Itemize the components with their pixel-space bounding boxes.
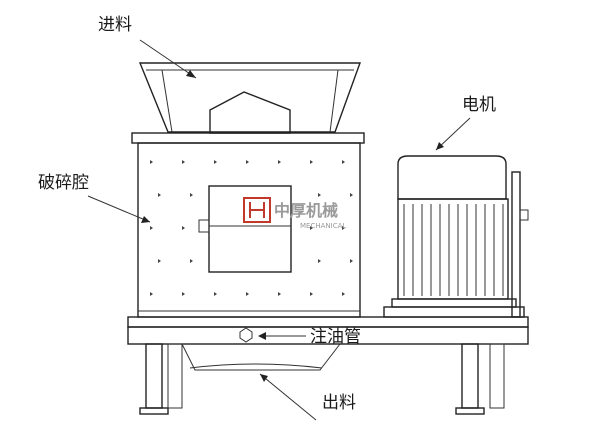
feed-label: 进料 [98,15,132,35]
watermark-logo [243,197,271,223]
chamber-dot [350,259,353,263]
chamber-dot [342,160,345,164]
chamber-dot [190,259,193,263]
crushing-chamber-label: 破碎腔 [38,173,89,193]
chamber-dot [310,226,313,230]
watermark-text: 中厚机械 [274,201,338,220]
motor-label: 电机 [462,95,496,115]
feed-hopper [138,62,361,134]
chamber-dot [158,259,161,263]
chamber-dot [150,226,153,230]
watermark-subtext: MECHANICAL [300,222,346,230]
chamber-dot [342,292,345,296]
watermark: 中厚机械 MECHANICAL [243,197,346,230]
discharge-label: 出料 [322,393,356,413]
chamber-dot [190,193,193,197]
chamber-dot [342,226,345,230]
chamber-dot [278,292,281,296]
chamber-dot [318,193,321,197]
chamber-dot [214,292,217,296]
chamber-dot [182,292,185,296]
chamber-dot [318,259,321,263]
chamber-dot [246,292,249,296]
chamber-dot [214,160,217,164]
motor [383,155,529,318]
chamber-dot [150,292,153,296]
chamber-dot [310,292,313,296]
chamber-dot [158,193,161,197]
chamber-dot [278,160,281,164]
chamber-dot [182,160,185,164]
chamber-dot [150,160,153,164]
oil-pipe-label: 注油管 [310,327,361,347]
chamber-dot [246,160,249,164]
chamber-dot [182,226,185,230]
oil-pipe-fitting [239,327,253,343]
base-frame [127,316,529,415]
chamber-dot [310,160,313,164]
leader-lines [87,39,471,421]
chamber-dot [350,193,353,197]
